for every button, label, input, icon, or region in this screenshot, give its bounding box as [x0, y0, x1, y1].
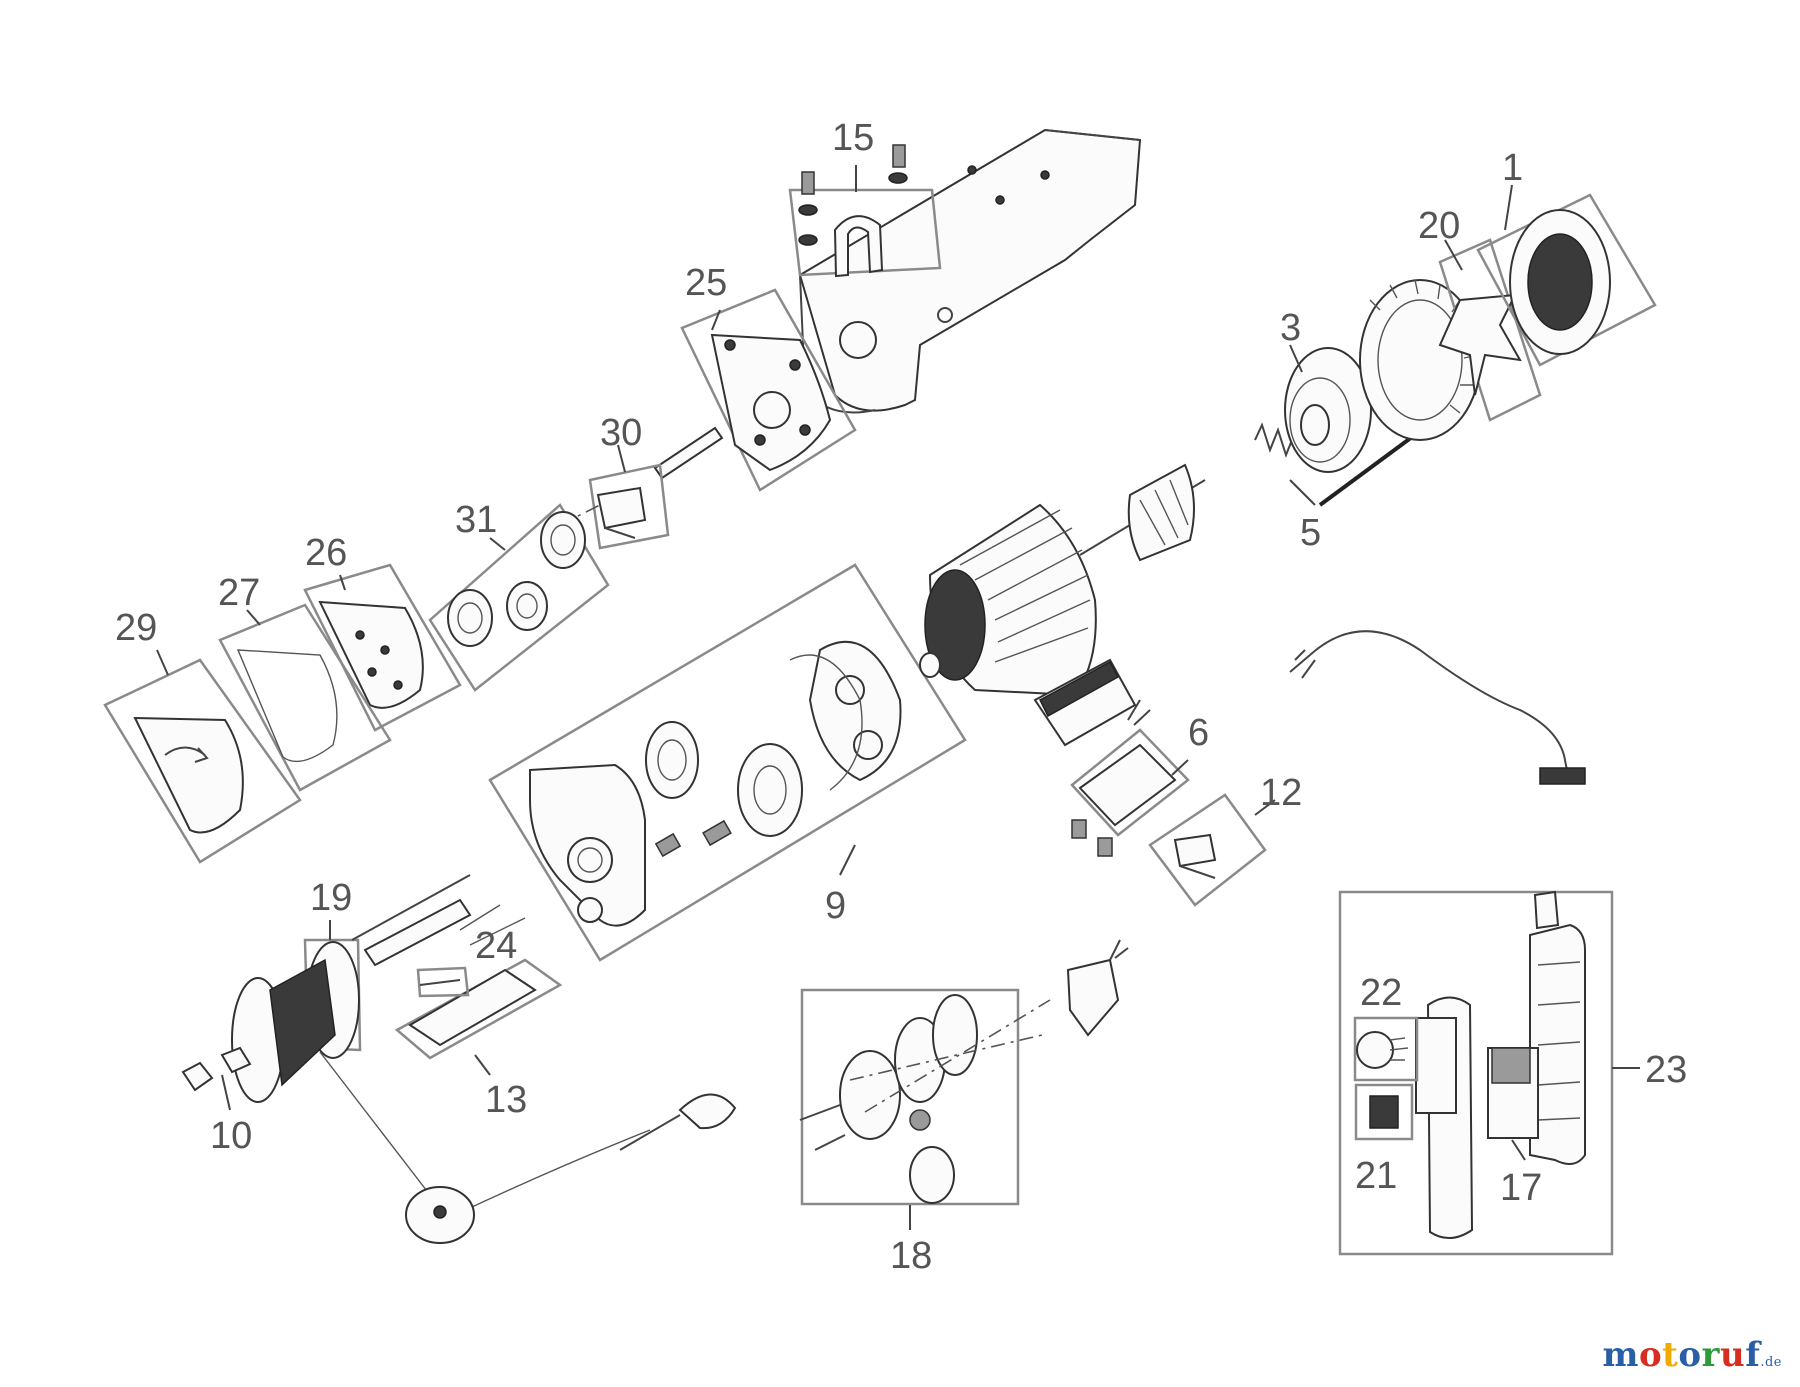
label-5: 5	[1300, 512, 1321, 554]
label-29: 29	[115, 607, 157, 649]
winch-drum	[231, 874, 526, 1103]
part-group-23	[1338, 890, 1640, 1256]
label-13: 13	[485, 1079, 527, 1121]
label-17: 17	[1500, 1167, 1542, 1209]
label-15: 15	[832, 117, 874, 159]
part-group-3	[1284, 347, 1372, 473]
label-30: 30	[600, 412, 642, 454]
label-20: 20	[1418, 205, 1460, 247]
part-group-21	[1354, 1083, 1414, 1141]
part-group-15	[788, 144, 942, 278]
part-group-29	[103, 658, 302, 864]
part-group-20	[1438, 238, 1542, 422]
part-group-12	[1148, 793, 1267, 907]
label-24: 24	[475, 925, 517, 967]
label-27: 27	[218, 572, 260, 614]
motoruf-watermark-logo: motoruf.de	[1602, 1335, 1782, 1375]
leader-lines	[156, 165, 1526, 1230]
label-31: 31	[455, 499, 497, 541]
part-group-1	[1476, 193, 1657, 367]
label-9: 9	[825, 885, 846, 927]
watermark-suffix: .de	[1760, 1355, 1782, 1370]
part-group-24	[416, 966, 470, 998]
label-1: 1	[1502, 147, 1523, 189]
label-22: 22	[1360, 972, 1402, 1014]
part-group-31	[428, 503, 610, 692]
part-group-9	[488, 563, 967, 962]
part-group-22	[1353, 1016, 1419, 1082]
label-6: 6	[1188, 712, 1209, 754]
part-group-18	[799, 988, 1051, 1206]
label-21: 21	[1355, 1155, 1397, 1197]
hook-assembly	[319, 1051, 737, 1244]
terminal-box	[1033, 658, 1137, 747]
watermark-letter: m	[1602, 1335, 1639, 1375]
motor-rotor	[1079, 463, 1206, 562]
shaft-pin	[653, 426, 724, 480]
label-19: 19	[310, 877, 352, 919]
part-group-6	[1070, 699, 1190, 857]
fasteners-10	[181, 1046, 252, 1092]
part-group-27	[218, 603, 392, 792]
plug-part	[1066, 939, 1129, 1037]
watermark-letter: f	[1745, 1335, 1761, 1375]
part-group-26	[303, 563, 462, 732]
part-group-30	[559, 463, 670, 550]
power-cable	[1289, 630, 1586, 785]
motor-stator	[919, 503, 1097, 697]
watermark-letter: o	[1638, 1335, 1663, 1375]
cooling-fan-housing	[1359, 279, 1481, 441]
watermark-letter: o	[1678, 1335, 1702, 1375]
watermark-letter: t	[1662, 1335, 1679, 1375]
label-23: 23	[1645, 1049, 1687, 1091]
label-26: 26	[305, 532, 347, 574]
part-group-25	[680, 288, 857, 492]
label-12: 12	[1260, 772, 1302, 814]
label-25: 25	[685, 262, 727, 304]
part-labels: 15 1 20 25 3 30 5 31 26 27 29 6 12 9 19 …	[115, 117, 1687, 1277]
label-3: 3	[1280, 307, 1301, 349]
part-group-13	[394, 958, 563, 1060]
watermark-letter: r	[1701, 1335, 1720, 1375]
watermark-letter: u	[1719, 1335, 1746, 1375]
label-10: 10	[210, 1115, 252, 1157]
label-18: 18	[890, 1235, 932, 1277]
